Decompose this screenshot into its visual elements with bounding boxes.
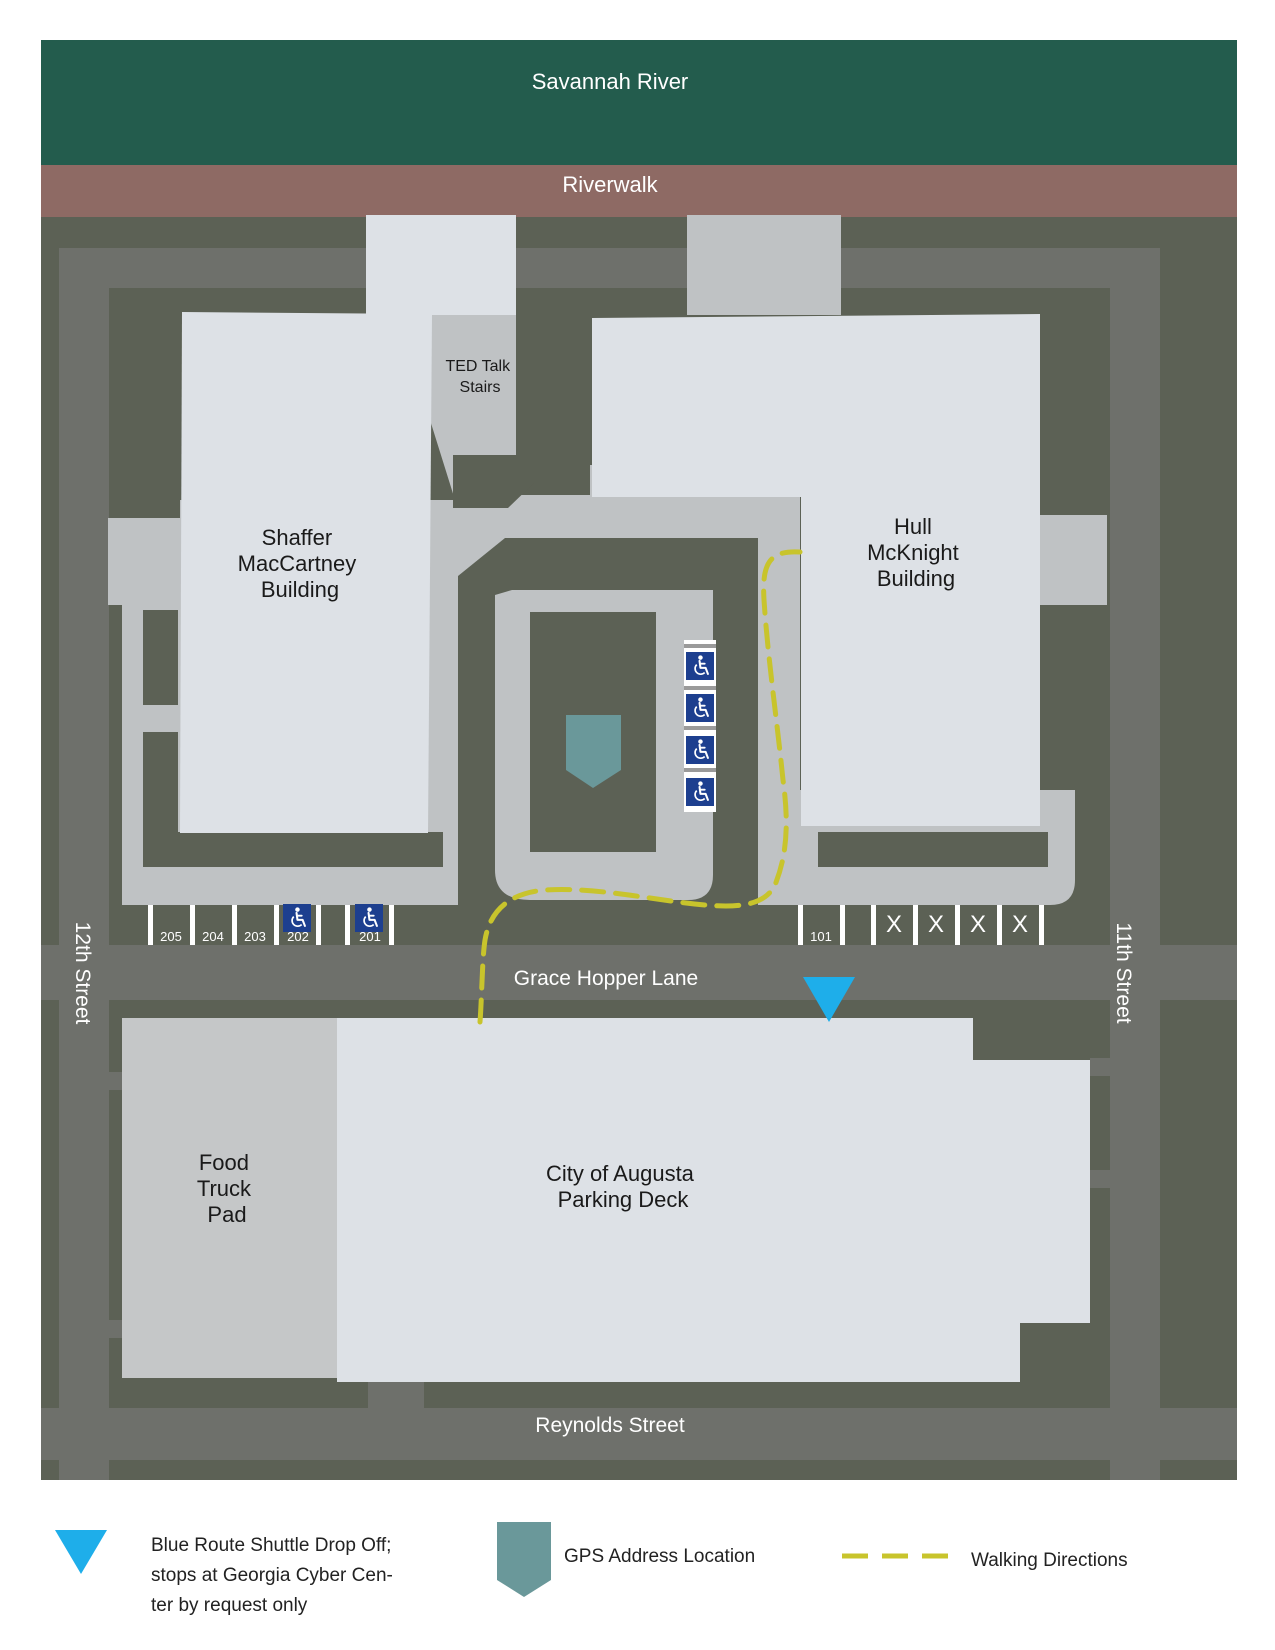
wheelchair-icon bbox=[283, 904, 311, 932]
stall-203: 203 bbox=[244, 929, 266, 944]
stall-reserved-x: X bbox=[928, 911, 944, 938]
parking-deck-building bbox=[337, 1018, 1090, 1382]
hull-south-gap bbox=[818, 832, 1048, 867]
river-label: Savannah River bbox=[532, 69, 689, 94]
stall-205: 205 bbox=[160, 929, 182, 944]
hull-mcknight-building bbox=[592, 314, 1040, 826]
wheelchair-icon bbox=[686, 735, 714, 765]
legend-shuttle-text: Blue Route Shuttle Drop Off; stops at Ge… bbox=[151, 1535, 393, 1616]
shaffer-building-label: Shaffer MacCartney Building bbox=[238, 525, 363, 602]
stall-204: 204 bbox=[202, 929, 224, 944]
ted-talk-stairs-top bbox=[366, 215, 516, 315]
riverwalk-area bbox=[41, 165, 1237, 217]
legend-shuttle-icon bbox=[55, 1530, 107, 1574]
wheelchair-icon bbox=[686, 693, 714, 723]
legend-gps-text: GPS Address Location bbox=[564, 1546, 756, 1567]
reynolds-street-road bbox=[41, 1408, 1237, 1460]
shaffer-west-gap-lower bbox=[143, 732, 178, 832]
parking-stall-lines bbox=[148, 905, 1044, 945]
river-area bbox=[41, 40, 1237, 165]
twelfth-street-label: 12th Street bbox=[71, 922, 94, 1025]
stall-101: 101 bbox=[810, 929, 832, 944]
walking-directions-path bbox=[477, 549, 803, 1025]
right-connector-1 bbox=[1090, 1058, 1110, 1076]
shaffer-west-gap bbox=[143, 610, 178, 705]
ted-stairs-label: TED Talk Stairs bbox=[445, 358, 514, 396]
accessible-parking-stalls bbox=[684, 640, 716, 812]
grace-hopper-lane-label: Grace Hopper Lane bbox=[514, 967, 698, 990]
deck-ramp-left bbox=[368, 1378, 424, 1408]
wheelchair-icon bbox=[355, 904, 383, 932]
hull-building-label: Hull McKnight Building bbox=[867, 514, 965, 591]
stall-201: 201 bbox=[359, 929, 381, 944]
stall-reserved-x: X bbox=[886, 911, 902, 938]
stall-reserved-x: X bbox=[1012, 911, 1028, 938]
ted-stairs-block bbox=[453, 455, 535, 508]
parking-deck-label: City of Augusta Parking Deck bbox=[546, 1161, 700, 1212]
eleventh-street-road bbox=[1110, 248, 1160, 1480]
stall-reserved-x: X bbox=[970, 911, 986, 938]
legend-walking-text: Walking Directions bbox=[971, 1550, 1128, 1571]
legend-gps-icon bbox=[497, 1522, 551, 1597]
top-right-walkway bbox=[687, 215, 841, 315]
shuttle-drop-off-icon bbox=[803, 977, 855, 1022]
hull-east-gap bbox=[1040, 605, 1050, 700]
lower-alley-top bbox=[109, 1072, 124, 1090]
stall-202: 202 bbox=[287, 929, 309, 944]
riverwalk-label: Riverwalk bbox=[562, 172, 658, 197]
gps-location-marker bbox=[566, 715, 621, 788]
outer-ring-top bbox=[59, 248, 1159, 288]
food-truck-pad-label: Food Truck Pad bbox=[197, 1150, 257, 1227]
food-truck-pad-area bbox=[122, 1018, 337, 1378]
eleventh-street-label: 11th Street bbox=[1112, 922, 1135, 1023]
grace-hopper-lane-road bbox=[41, 945, 1237, 1000]
shaffer-maccartney-building bbox=[180, 312, 432, 833]
lower-alley-bottom bbox=[109, 1320, 124, 1338]
shaffer-south-gap bbox=[143, 832, 443, 867]
wheelchair-icon bbox=[686, 651, 714, 681]
right-connector-2 bbox=[1090, 1170, 1110, 1188]
wheelchair-icon bbox=[686, 777, 714, 807]
reynolds-street-label: Reynolds Street bbox=[535, 1414, 685, 1437]
twelfth-street-road bbox=[59, 248, 109, 1480]
